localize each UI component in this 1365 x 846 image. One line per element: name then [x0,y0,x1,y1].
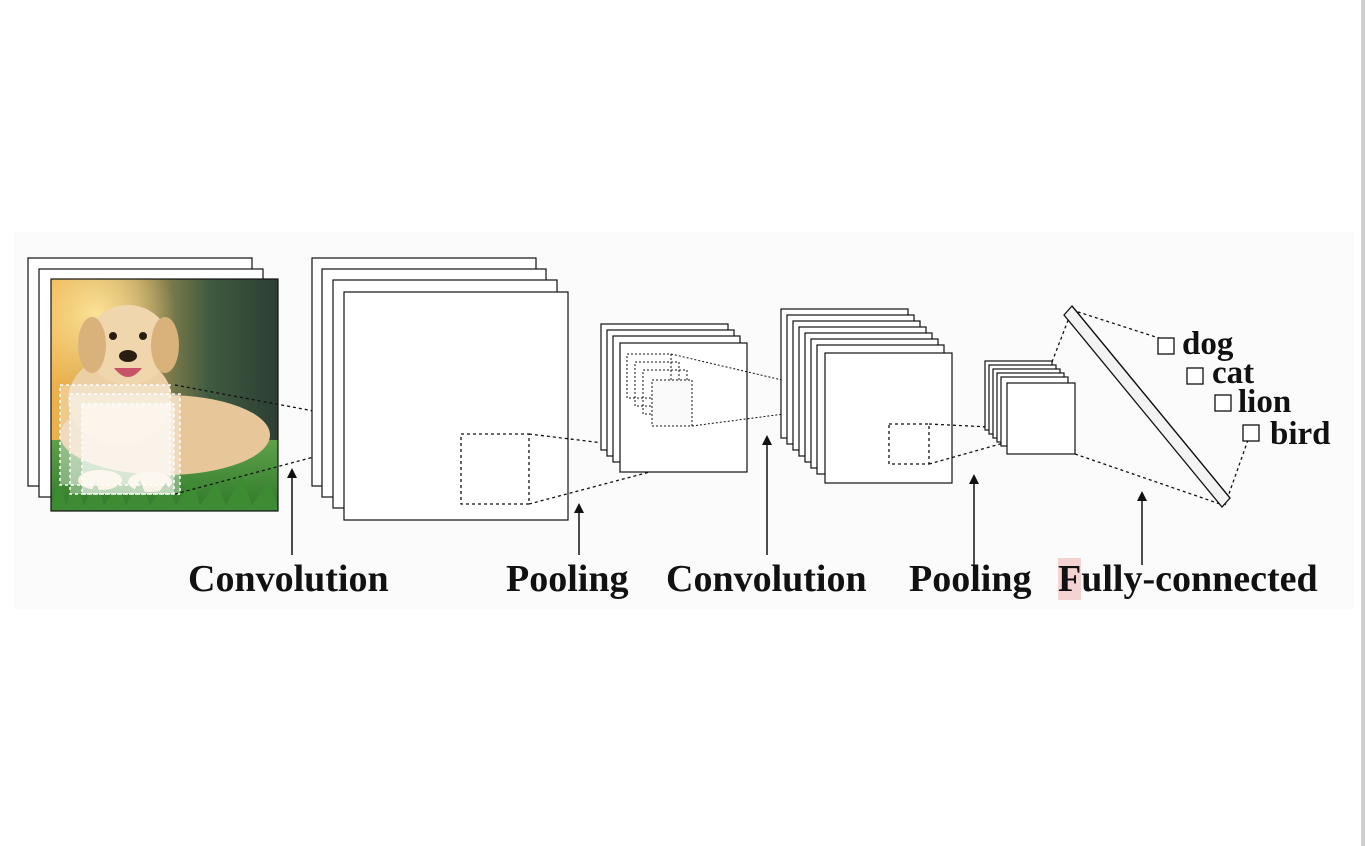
checkbox-icon [1214,394,1232,412]
output-checkboxes [1157,337,1260,442]
window-edge [1361,0,1365,846]
checkbox-icon [1242,424,1260,442]
class-label-dog: dog [1182,326,1234,362]
stage-label-fully-connected: Fully-connected [1058,558,1318,600]
stage-label-pooling-2: Pooling [909,558,1032,600]
dog-photo [50,278,279,512]
fully-connected-layer [1063,305,1231,508]
class-label-bird: bird [1270,416,1331,452]
stage-label-convolution-2: Convolution [666,558,867,600]
class-label-cat: cat [1212,355,1255,391]
conv-feature-maps-1 [311,257,569,521]
checkbox-icon [1157,337,1175,355]
checkbox-icon [1186,367,1204,385]
stage-arrows [287,435,1147,565]
conv-feature-maps-2 [780,308,953,484]
class-label-lion: lion [1238,384,1292,420]
stage-label-pooling-1: Pooling [506,558,629,600]
stage-label-fully-connected-text: ully-connected [1081,558,1318,600]
pooled-feature-maps-2 [984,360,1076,455]
label-highlight: F [1058,558,1082,600]
stage-label-convolution-1: Convolution [188,558,389,600]
fc-projection [1051,309,1249,506]
